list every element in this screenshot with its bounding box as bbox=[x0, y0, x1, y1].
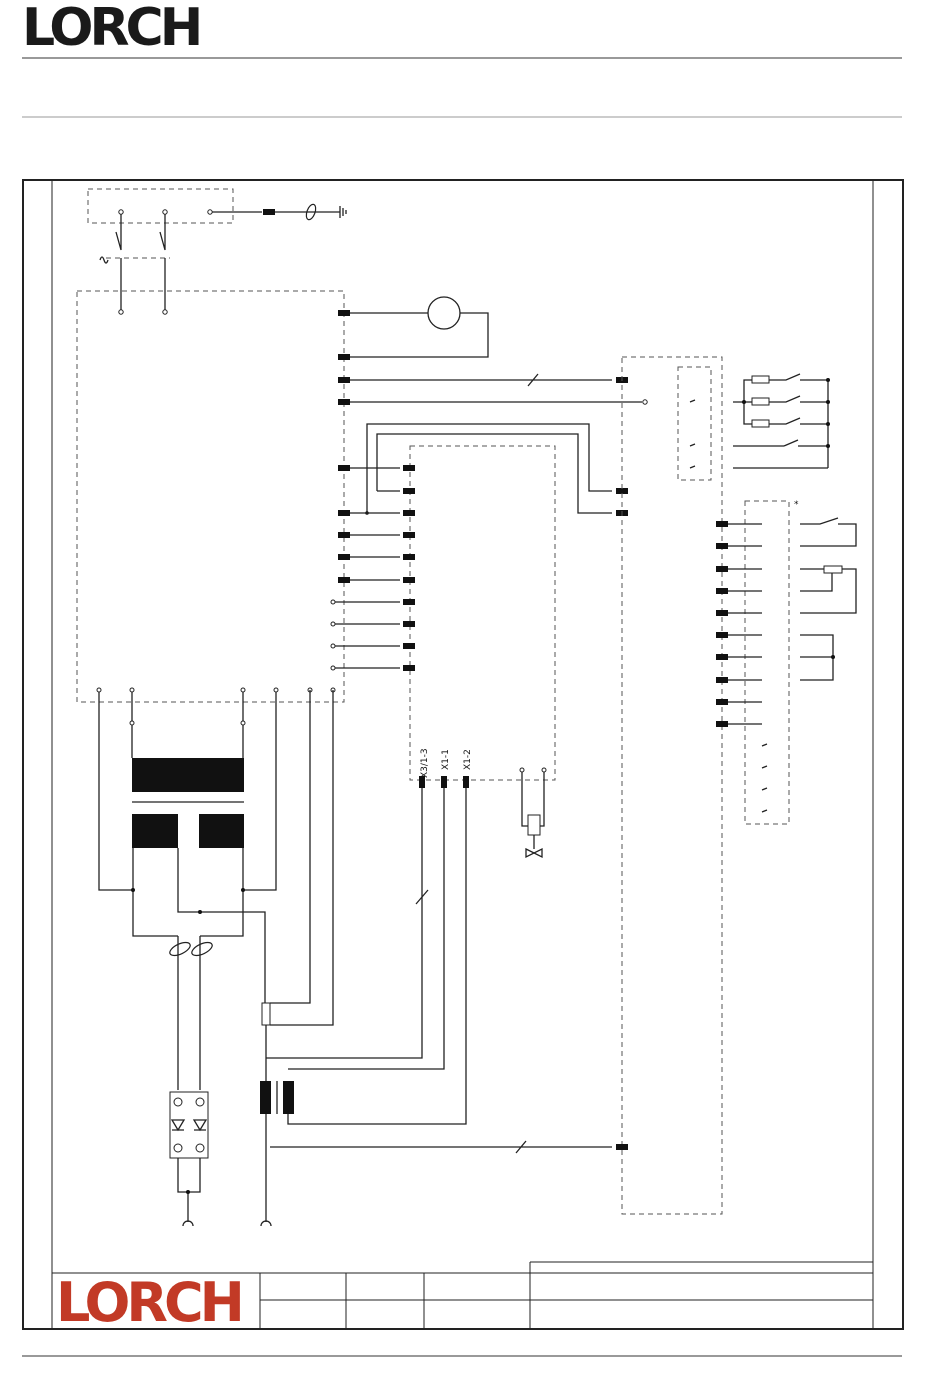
option-asterisk: * bbox=[794, 500, 799, 510]
remote-socket bbox=[678, 367, 711, 480]
board-bottom-connectors bbox=[266, 776, 469, 1124]
fan-motor bbox=[338, 297, 488, 360]
rectifier bbox=[170, 1092, 208, 1226]
gas-valve bbox=[520, 768, 546, 857]
right-module bbox=[622, 357, 722, 1214]
interface-pins bbox=[716, 518, 856, 812]
board-connections bbox=[338, 374, 647, 516]
main-transformer bbox=[97, 688, 335, 1003]
interface-terminal bbox=[745, 501, 789, 824]
control-board bbox=[77, 291, 344, 702]
secondary-board bbox=[410, 446, 555, 780]
title-block-logo: LORCH bbox=[56, 1271, 241, 1334]
mains-switch bbox=[88, 189, 346, 314]
connector-label-x1-2: X1-2 bbox=[463, 749, 473, 770]
connector-label-x3: X3/1-3 bbox=[420, 748, 430, 778]
connector-label-x1-1: X1-1 bbox=[441, 749, 451, 770]
